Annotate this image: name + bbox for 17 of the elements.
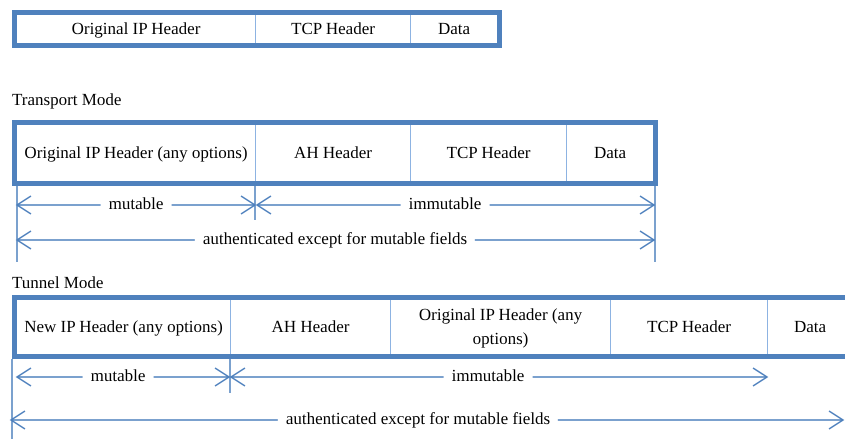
header-field: Data xyxy=(410,15,497,43)
mode-title: Tunnel Mode xyxy=(12,272,104,294)
header-field: Original IP Header (any options) xyxy=(390,300,610,354)
header-field: Original IP Header (any options) xyxy=(17,125,255,181)
header-field: Data xyxy=(566,125,653,181)
header-field: TCP Header xyxy=(610,300,767,354)
header-field: AH Header xyxy=(255,125,410,181)
packet-frame xyxy=(12,120,658,186)
header-field: New IP Header (any options) xyxy=(17,300,230,354)
packet-frame xyxy=(12,295,845,359)
header-field: Data xyxy=(767,300,845,354)
header-field: TCP Header xyxy=(255,15,410,43)
header-field: AH Header xyxy=(230,300,390,354)
header-field: Original IP Header xyxy=(17,15,255,43)
header-field: TCP Header xyxy=(410,125,566,181)
packet-frame xyxy=(12,10,502,48)
mode-title: Transport Mode xyxy=(12,89,122,111)
